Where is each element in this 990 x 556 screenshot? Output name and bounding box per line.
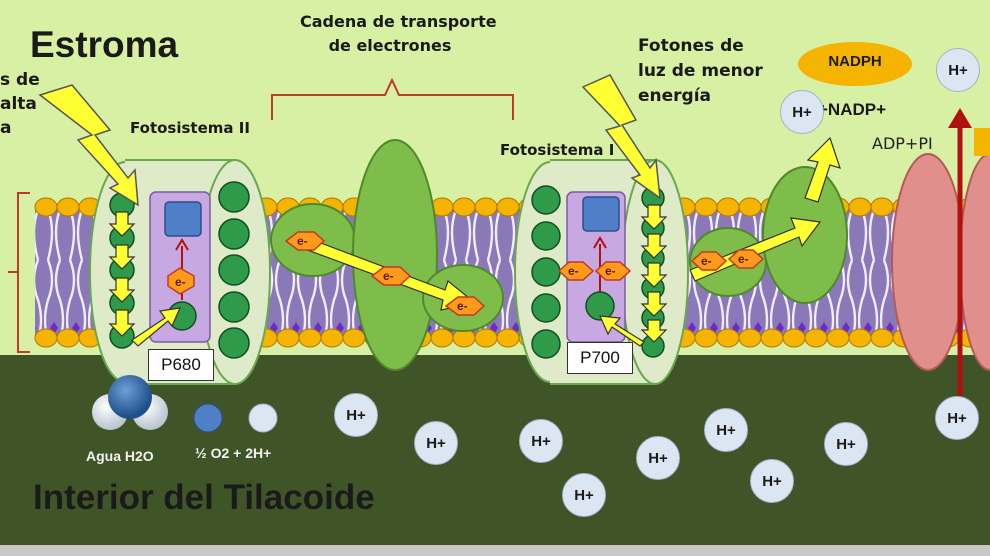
lipid-head bbox=[782, 328, 806, 348]
lipid-head bbox=[870, 328, 894, 348]
atp-synthase-left bbox=[891, 153, 965, 371]
proton-marker: H+ bbox=[414, 421, 458, 465]
proton-marker: H+ bbox=[519, 419, 563, 463]
svg-text:e-: e- bbox=[457, 299, 468, 313]
proton-marker: H+ bbox=[704, 408, 748, 452]
lipid-head bbox=[848, 197, 872, 217]
proton-marker: H+ bbox=[636, 436, 680, 480]
adp-pi-label: ADP+PI bbox=[872, 134, 933, 153]
svg-text:e-: e- bbox=[175, 275, 186, 289]
ps1-reaction-center-box bbox=[582, 196, 620, 232]
electron-marker: e- bbox=[167, 267, 195, 295]
lipid-head bbox=[716, 197, 740, 217]
ps2-reaction-center-box bbox=[164, 201, 202, 237]
lipid-head bbox=[738, 197, 762, 217]
ps1-electron-arrows bbox=[599, 204, 668, 347]
proton-marker: H+ bbox=[750, 459, 794, 503]
proton-marker: H+ bbox=[562, 473, 606, 517]
stroma-label: Estroma bbox=[30, 24, 179, 65]
electron-marker: e- bbox=[557, 261, 595, 281]
oxygen-products-label: ½ O2 + 2H+ bbox=[195, 445, 272, 461]
lipid-head bbox=[848, 328, 872, 348]
ps1-to-nadp-arrow bbox=[689, 217, 822, 282]
proton-marker: H+ bbox=[780, 90, 824, 134]
lipid-head bbox=[496, 197, 520, 217]
lightning-bolt-icon bbox=[38, 84, 139, 207]
proton-marker: H+ bbox=[936, 48, 980, 92]
nadph-badge bbox=[798, 42, 912, 86]
lipid-head bbox=[430, 328, 454, 348]
lightning-bolt-icon bbox=[581, 74, 661, 200]
lipid-head bbox=[496, 328, 520, 348]
svg-text:e-: e- bbox=[605, 264, 616, 278]
water-label: Agua H2O bbox=[86, 448, 154, 464]
electron-marker: e- bbox=[444, 296, 486, 316]
high-energy-photons-label: s de alta a bbox=[0, 70, 40, 138]
lipid-head bbox=[56, 328, 80, 348]
lipid-head bbox=[694, 197, 718, 217]
proton-icon bbox=[248, 403, 278, 433]
lipid-head bbox=[738, 328, 762, 348]
proton-marker: H+ bbox=[334, 393, 378, 437]
lipid-head bbox=[320, 328, 344, 348]
ps2-electron-arrows bbox=[108, 211, 181, 347]
lipid-head bbox=[34, 197, 58, 217]
lipid-head bbox=[694, 328, 718, 348]
lipid-head bbox=[804, 328, 828, 348]
electron-marker: e- bbox=[727, 249, 765, 269]
oxygen-atom-icon bbox=[193, 403, 223, 433]
svg-text:e-: e- bbox=[701, 254, 712, 268]
electron-marker: e- bbox=[284, 231, 326, 251]
low-energy-photons-label: Fotones de luz de menor energía bbox=[638, 36, 763, 106]
svg-text:e-: e- bbox=[297, 234, 308, 248]
nadp-reaction-label: +NADP+ bbox=[818, 100, 887, 119]
water-molecule-icon bbox=[92, 375, 168, 430]
electron-marker: e- bbox=[594, 261, 632, 281]
electron-markers: e- e- e- e- e- e- e- e- bbox=[167, 231, 765, 316]
lumen-label: Interior del Tilacoide bbox=[33, 478, 375, 517]
lipid-head bbox=[298, 328, 322, 348]
photosystem-1-label: Fotosistema I bbox=[500, 141, 615, 159]
lipid-head bbox=[826, 328, 850, 348]
etc-title: Cadena de transporte de electrones bbox=[300, 12, 497, 55]
electron-marker: e- bbox=[370, 266, 412, 286]
electron-marker: e- bbox=[690, 251, 728, 271]
lipid-head bbox=[34, 328, 58, 348]
lipid-head bbox=[276, 328, 300, 348]
proton-marker: H+ bbox=[935, 396, 979, 440]
lipid-head bbox=[474, 197, 498, 217]
svg-text:e-: e- bbox=[383, 269, 394, 283]
proton-marker: H+ bbox=[824, 422, 868, 466]
cytochrome-complex bbox=[352, 139, 438, 371]
svg-text:e-: e- bbox=[568, 264, 579, 278]
lipid-head bbox=[452, 197, 476, 217]
p700-label: P700 bbox=[567, 342, 633, 374]
svg-text:e-: e- bbox=[738, 252, 749, 266]
bottom-strip bbox=[0, 545, 990, 556]
photosystem-2-label: Fotosistema II bbox=[130, 119, 250, 137]
lipid-head bbox=[760, 328, 784, 348]
lipid-head bbox=[870, 197, 894, 217]
atp-label-fragment bbox=[974, 128, 990, 156]
nadph-label: NADPH bbox=[828, 53, 882, 70]
lipid-head bbox=[474, 328, 498, 348]
nadph-output-arrow bbox=[804, 136, 841, 203]
etc-bracket bbox=[271, 77, 514, 120]
p680-label: P680 bbox=[148, 349, 214, 381]
lipid-head bbox=[342, 328, 366, 348]
lipid-head bbox=[56, 197, 80, 217]
lipid-head bbox=[716, 328, 740, 348]
